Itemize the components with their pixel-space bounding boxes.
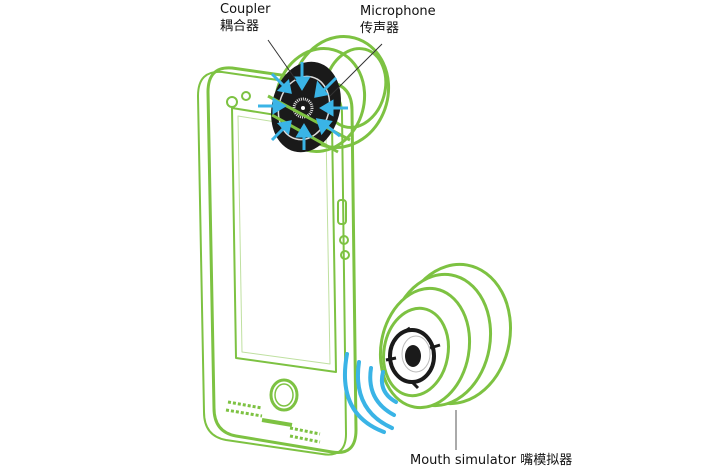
microphone-label: Microphone — [360, 4, 436, 19]
mouth-simulator — [342, 262, 513, 450]
microphone-label-zh: 传声器 — [360, 21, 400, 36]
coupler-assembly — [258, 34, 391, 154]
pressure-arrows — [258, 62, 348, 150]
coupler-label: Coupler — [220, 2, 271, 17]
sound-waves — [342, 352, 398, 434]
mouth-simulator-label: Mouth simulator 嘴模拟器 — [410, 453, 573, 468]
coupler-label-zh: 耦合器 — [220, 19, 260, 34]
